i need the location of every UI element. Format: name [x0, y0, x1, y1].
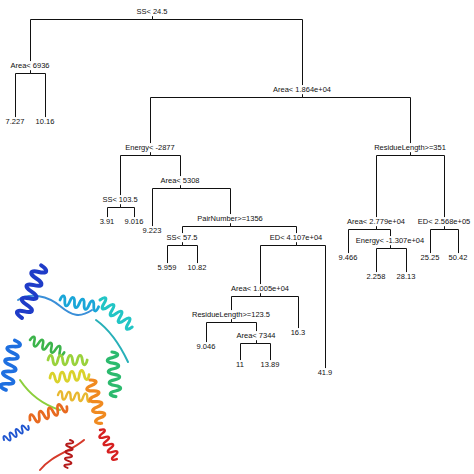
split-node: Area< 5308 [160, 177, 201, 185]
tree-branch [431, 226, 445, 253]
tree-branch [121, 152, 151, 195]
leaf-node: 9.223 [142, 227, 163, 235]
split-condition: SS< 57.5 [166, 234, 197, 242]
split-condition: Area< 5308 [161, 177, 200, 185]
tree-branch [303, 94, 411, 143]
tree-branch [153, 185, 181, 226]
tree-branch [108, 204, 121, 217]
split-node: Area< 1.005e+04 [230, 285, 290, 293]
leaf-value: 25.25 [421, 254, 440, 262]
tree-branch [31, 16, 153, 61]
leaf-node: 28.13 [396, 273, 417, 281]
tree-branch [181, 185, 231, 214]
split-condition: Energy< -2877 [125, 144, 174, 152]
split-node: PairNumber>=1356 [196, 215, 263, 223]
split-node: SS< 103.5 [101, 196, 138, 204]
leaf-value: 10.82 [188, 264, 207, 272]
tree-branch [261, 242, 297, 284]
split-node: SS< 57.5 [165, 234, 198, 242]
leaf-value: 10.16 [36, 118, 55, 126]
leaf-value: 9.466 [339, 254, 358, 262]
split-condition: Area< 7344 [237, 332, 276, 340]
tree-branch [31, 70, 46, 117]
split-condition: Energy< -1.307e+04 [356, 237, 424, 245]
leaf-node: 7.227 [5, 118, 26, 126]
leaf-node: 10.82 [187, 264, 208, 272]
split-condition: PairNumber>=1356 [197, 215, 262, 223]
split-node: ResidueLength>=123.5 [191, 311, 271, 319]
tree-branch [151, 152, 181, 176]
tree-branch [391, 245, 407, 272]
split-node: Energy< -1.307e+04 [355, 237, 425, 245]
leaf-node: 9.466 [338, 254, 359, 262]
split-condition: Area< 1.864e+04 [273, 86, 331, 94]
tree-branch [257, 340, 271, 360]
leaf-node: 9.016 [124, 218, 145, 226]
split-condition: SS< 103.5 [102, 196, 137, 204]
leaf-node: 25.25 [420, 254, 441, 262]
leaf-value: 9.016 [125, 218, 144, 226]
leaf-node: 10.16 [35, 118, 56, 126]
leaf-value: 11 [236, 361, 244, 369]
split-condition: ResidueLength>=123.5 [192, 311, 270, 319]
leaf-value: 5.959 [158, 264, 177, 272]
tree-branch [168, 242, 183, 263]
tree-branch [207, 319, 232, 342]
leaf-value: 16.3 [291, 329, 306, 337]
leaf-value: 28.13 [397, 273, 416, 281]
leaf-value: 7.227 [6, 118, 25, 126]
tree-branch [411, 152, 445, 217]
tree-branch [232, 319, 257, 331]
tree-branch [377, 245, 391, 272]
leaf-node: 50.42 [448, 254, 469, 262]
helix-ribbons [0, 263, 135, 470]
leaf-value: 41.9 [318, 369, 333, 377]
leaf-node: 13.89 [260, 361, 281, 369]
tree-branch [151, 94, 303, 143]
leaf-node: 41.9 [317, 369, 334, 377]
leaf-node: 2.258 [366, 273, 387, 281]
tree-branch [121, 204, 135, 217]
leaf-node: 16.3 [290, 329, 307, 337]
leaf-value: 9.046 [197, 343, 216, 351]
split-condition: Area< 6936 [11, 62, 50, 70]
split-condition: SS< 24.5 [136, 8, 167, 16]
split-condition: ResidueLength>=351 [374, 144, 446, 152]
split-node: Energy< -2877 [124, 144, 175, 152]
split-condition: ED< 4.107e+04 [270, 234, 323, 242]
tree-branch [445, 226, 459, 253]
split-condition: ED< 2.568e+05 [418, 218, 471, 226]
tree-branch [241, 340, 257, 360]
split-node: SS< 24.5 [135, 8, 168, 16]
tree-branch [183, 242, 198, 263]
tree-branch [232, 293, 261, 310]
leaf-node: 11 [235, 361, 245, 369]
split-node: Area< 1.864e+04 [272, 86, 332, 94]
leaf-node: 5.959 [157, 264, 178, 272]
leaf-node: 9.046 [196, 343, 217, 351]
tree-branch [297, 242, 326, 368]
tree-branch [231, 223, 297, 233]
split-node: Area< 7344 [236, 332, 277, 340]
split-condition: Area< 1.005e+04 [231, 285, 289, 293]
split-condition: Area< 2.779e+04 [347, 218, 405, 226]
split-node: Area< 6936 [10, 62, 51, 70]
tree-branch [153, 16, 303, 85]
tree-branch [377, 152, 411, 217]
tree-branch [16, 70, 31, 117]
leaf-value: 3.91 [100, 218, 115, 226]
split-node: ED< 4.107e+04 [269, 234, 324, 242]
split-node: ED< 2.568e+05 [417, 218, 472, 226]
leaf-value: 50.42 [449, 254, 468, 262]
tree-branch [377, 226, 391, 236]
leaf-value: 9.223 [143, 227, 162, 235]
tree-branch [183, 223, 231, 233]
split-node: Area< 2.779e+04 [346, 218, 406, 226]
leaf-value: 2.258 [367, 273, 386, 281]
leaf-value: 13.89 [261, 361, 280, 369]
split-node: ResidueLength>=351 [373, 144, 447, 152]
leaf-node: 3.91 [99, 218, 116, 226]
